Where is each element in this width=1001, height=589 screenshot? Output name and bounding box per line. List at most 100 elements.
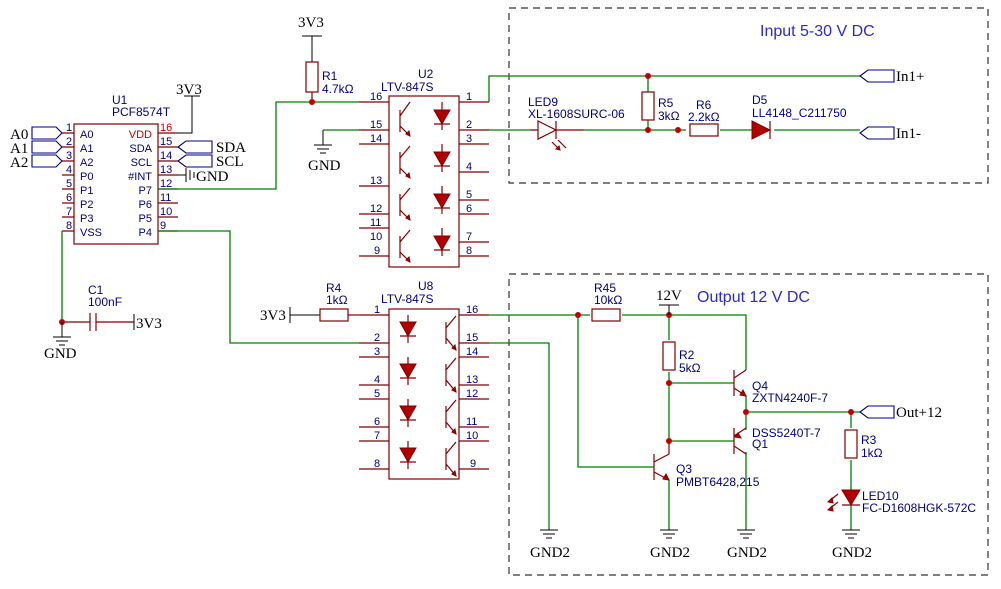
svg-text:LED10: LED10 (862, 489, 899, 503)
svg-text:6: 6 (466, 203, 472, 215)
svg-text:3V3: 3V3 (176, 82, 202, 98)
resistor-r1: R1 4.7kΩ (305, 61, 354, 102)
resistor-r2: R2 5kΩ (662, 341, 701, 375)
svg-text:11: 11 (160, 192, 171, 204)
wire-r2-q4-base (668, 315, 734, 441)
junction (743, 409, 749, 415)
svg-text:3V3: 3V3 (260, 308, 286, 324)
svg-text:A1: A1 (10, 141, 28, 157)
power-12v: 12V (656, 288, 682, 315)
u8-channel-2 (399, 357, 457, 393)
svg-text:4: 4 (374, 374, 380, 386)
svg-text:12: 12 (370, 203, 382, 215)
net-flag-a0: A0 (10, 126, 63, 143)
led-led10: LED10 FC-D1608HGK-572C (826, 489, 976, 515)
svg-text:GND2: GND2 (727, 545, 767, 561)
svg-text:10kΩ: 10kΩ (594, 293, 622, 307)
junction (645, 73, 651, 79)
net-flag-in1-plus: In1+ (859, 69, 924, 85)
svg-text:LTV-847S: LTV-847S (381, 292, 433, 306)
svg-text:R45: R45 (594, 281, 616, 295)
svg-text:GND2: GND2 (650, 545, 690, 561)
ground-gnd2-q1: GND2 (727, 529, 767, 561)
svg-text:Q4: Q4 (752, 379, 768, 393)
transistor-q4: Q4 ZXTN4240F-7 (733, 369, 828, 405)
svg-text:VSS: VSS (80, 227, 102, 239)
ground-gnd-u1: GND (178, 168, 229, 185)
svg-text:12: 12 (160, 178, 172, 190)
svg-text:1kΩ: 1kΩ (326, 293, 348, 307)
net-flag-a1: A1 (10, 140, 63, 157)
junction (675, 127, 681, 133)
svg-text:14: 14 (160, 150, 172, 162)
svg-text:GND: GND (44, 346, 77, 362)
svg-text:6: 6 (374, 416, 380, 428)
svg-text:D5: D5 (752, 93, 768, 107)
svg-text:8: 8 (466, 245, 472, 257)
svg-text:XL-1608SURC-06: XL-1608SURC-06 (528, 107, 625, 121)
svg-text:16: 16 (160, 122, 172, 134)
svg-text:P3: P3 (80, 213, 93, 225)
svg-text:3V3: 3V3 (136, 316, 162, 332)
u2-ltv-847s: U2 LTV-847S 16 15 14 13 12 11 10 9 1 2 3… (359, 67, 489, 268)
svg-text:6: 6 (66, 192, 72, 204)
svg-text:3: 3 (374, 346, 380, 358)
svg-text:ZXTN4240F-7: ZXTN4240F-7 (752, 391, 828, 405)
resistor-r6: R6 2.2kΩ (688, 98, 720, 137)
svg-text:8: 8 (66, 220, 72, 232)
svg-text:4: 4 (66, 164, 72, 176)
svg-text:13: 13 (466, 374, 478, 386)
input-section-box (508, 7, 989, 184)
net-flag-a2: A2 (10, 154, 63, 171)
capacitor-c1: C1 100nF (60, 283, 134, 331)
svg-text:P5: P5 (139, 213, 152, 225)
u2-channel-2 (399, 144, 451, 179)
junction (666, 380, 672, 386)
svg-text:7: 7 (374, 430, 380, 442)
resistor-r4: R4 1kΩ (319, 281, 359, 322)
net-flag-sda: SDA (177, 140, 246, 156)
svg-text:LTV-847S: LTV-847S (381, 80, 433, 94)
svg-text:9: 9 (470, 458, 476, 470)
svg-text:PMBT6428,215: PMBT6428,215 (676, 475, 760, 489)
svg-text:R2: R2 (679, 348, 695, 362)
svg-text:5: 5 (66, 178, 72, 190)
svg-text:SDA: SDA (129, 143, 152, 155)
svg-text:P0: P0 (80, 171, 93, 183)
svg-text:VDD: VDD (129, 129, 152, 141)
svg-text:GND2: GND2 (832, 545, 872, 561)
svg-text:3kΩ: 3kΩ (658, 109, 680, 123)
svg-text:U2: U2 (418, 67, 434, 81)
svg-text:GND: GND (196, 169, 229, 185)
svg-text:12V: 12V (656, 288, 682, 304)
svg-text:R3: R3 (861, 433, 877, 447)
svg-text:GND2: GND2 (530, 545, 570, 561)
svg-text:U8: U8 (418, 279, 434, 293)
svg-text:1: 1 (374, 304, 380, 316)
net-flag-out-plus-12: Out+12 (859, 405, 942, 421)
ground-gnd2-u8: GND2 (530, 529, 570, 561)
svg-text:3: 3 (66, 150, 72, 162)
u8-channel-3 (399, 399, 457, 435)
svg-text:2: 2 (374, 332, 380, 344)
power-3v3-c1: 3V3 (133, 314, 162, 332)
svg-text:LED9: LED9 (528, 95, 558, 109)
u2-channel-4 (399, 228, 451, 263)
svg-text:In1-: In1- (896, 126, 921, 142)
output-section-title: Output 12 V DC (697, 289, 810, 306)
u1-pcf8574t: U1 PCF8574T 1 2 3 4 5 6 7 8 A0 A1 A2 P0 … (62, 93, 178, 245)
svg-text:In1+: In1+ (896, 69, 924, 85)
svg-text:GND: GND (308, 158, 341, 174)
svg-text:16: 16 (466, 304, 478, 316)
resistor-r5: R5 3kΩ (641, 91, 680, 123)
net-flag-scl: SCL (177, 154, 244, 170)
svg-text:A2: A2 (10, 155, 28, 171)
power-3v3-u1: 3V3 (176, 82, 202, 134)
svg-text:5kΩ: 5kΩ (679, 361, 701, 375)
junction (645, 127, 651, 133)
svg-text:3: 3 (466, 133, 472, 145)
svg-text:4.7kΩ: 4.7kΩ (322, 82, 354, 96)
wire-u2-pin1-in-plus (488, 75, 860, 102)
junction (309, 99, 315, 105)
u8-channel-1 (399, 315, 457, 351)
